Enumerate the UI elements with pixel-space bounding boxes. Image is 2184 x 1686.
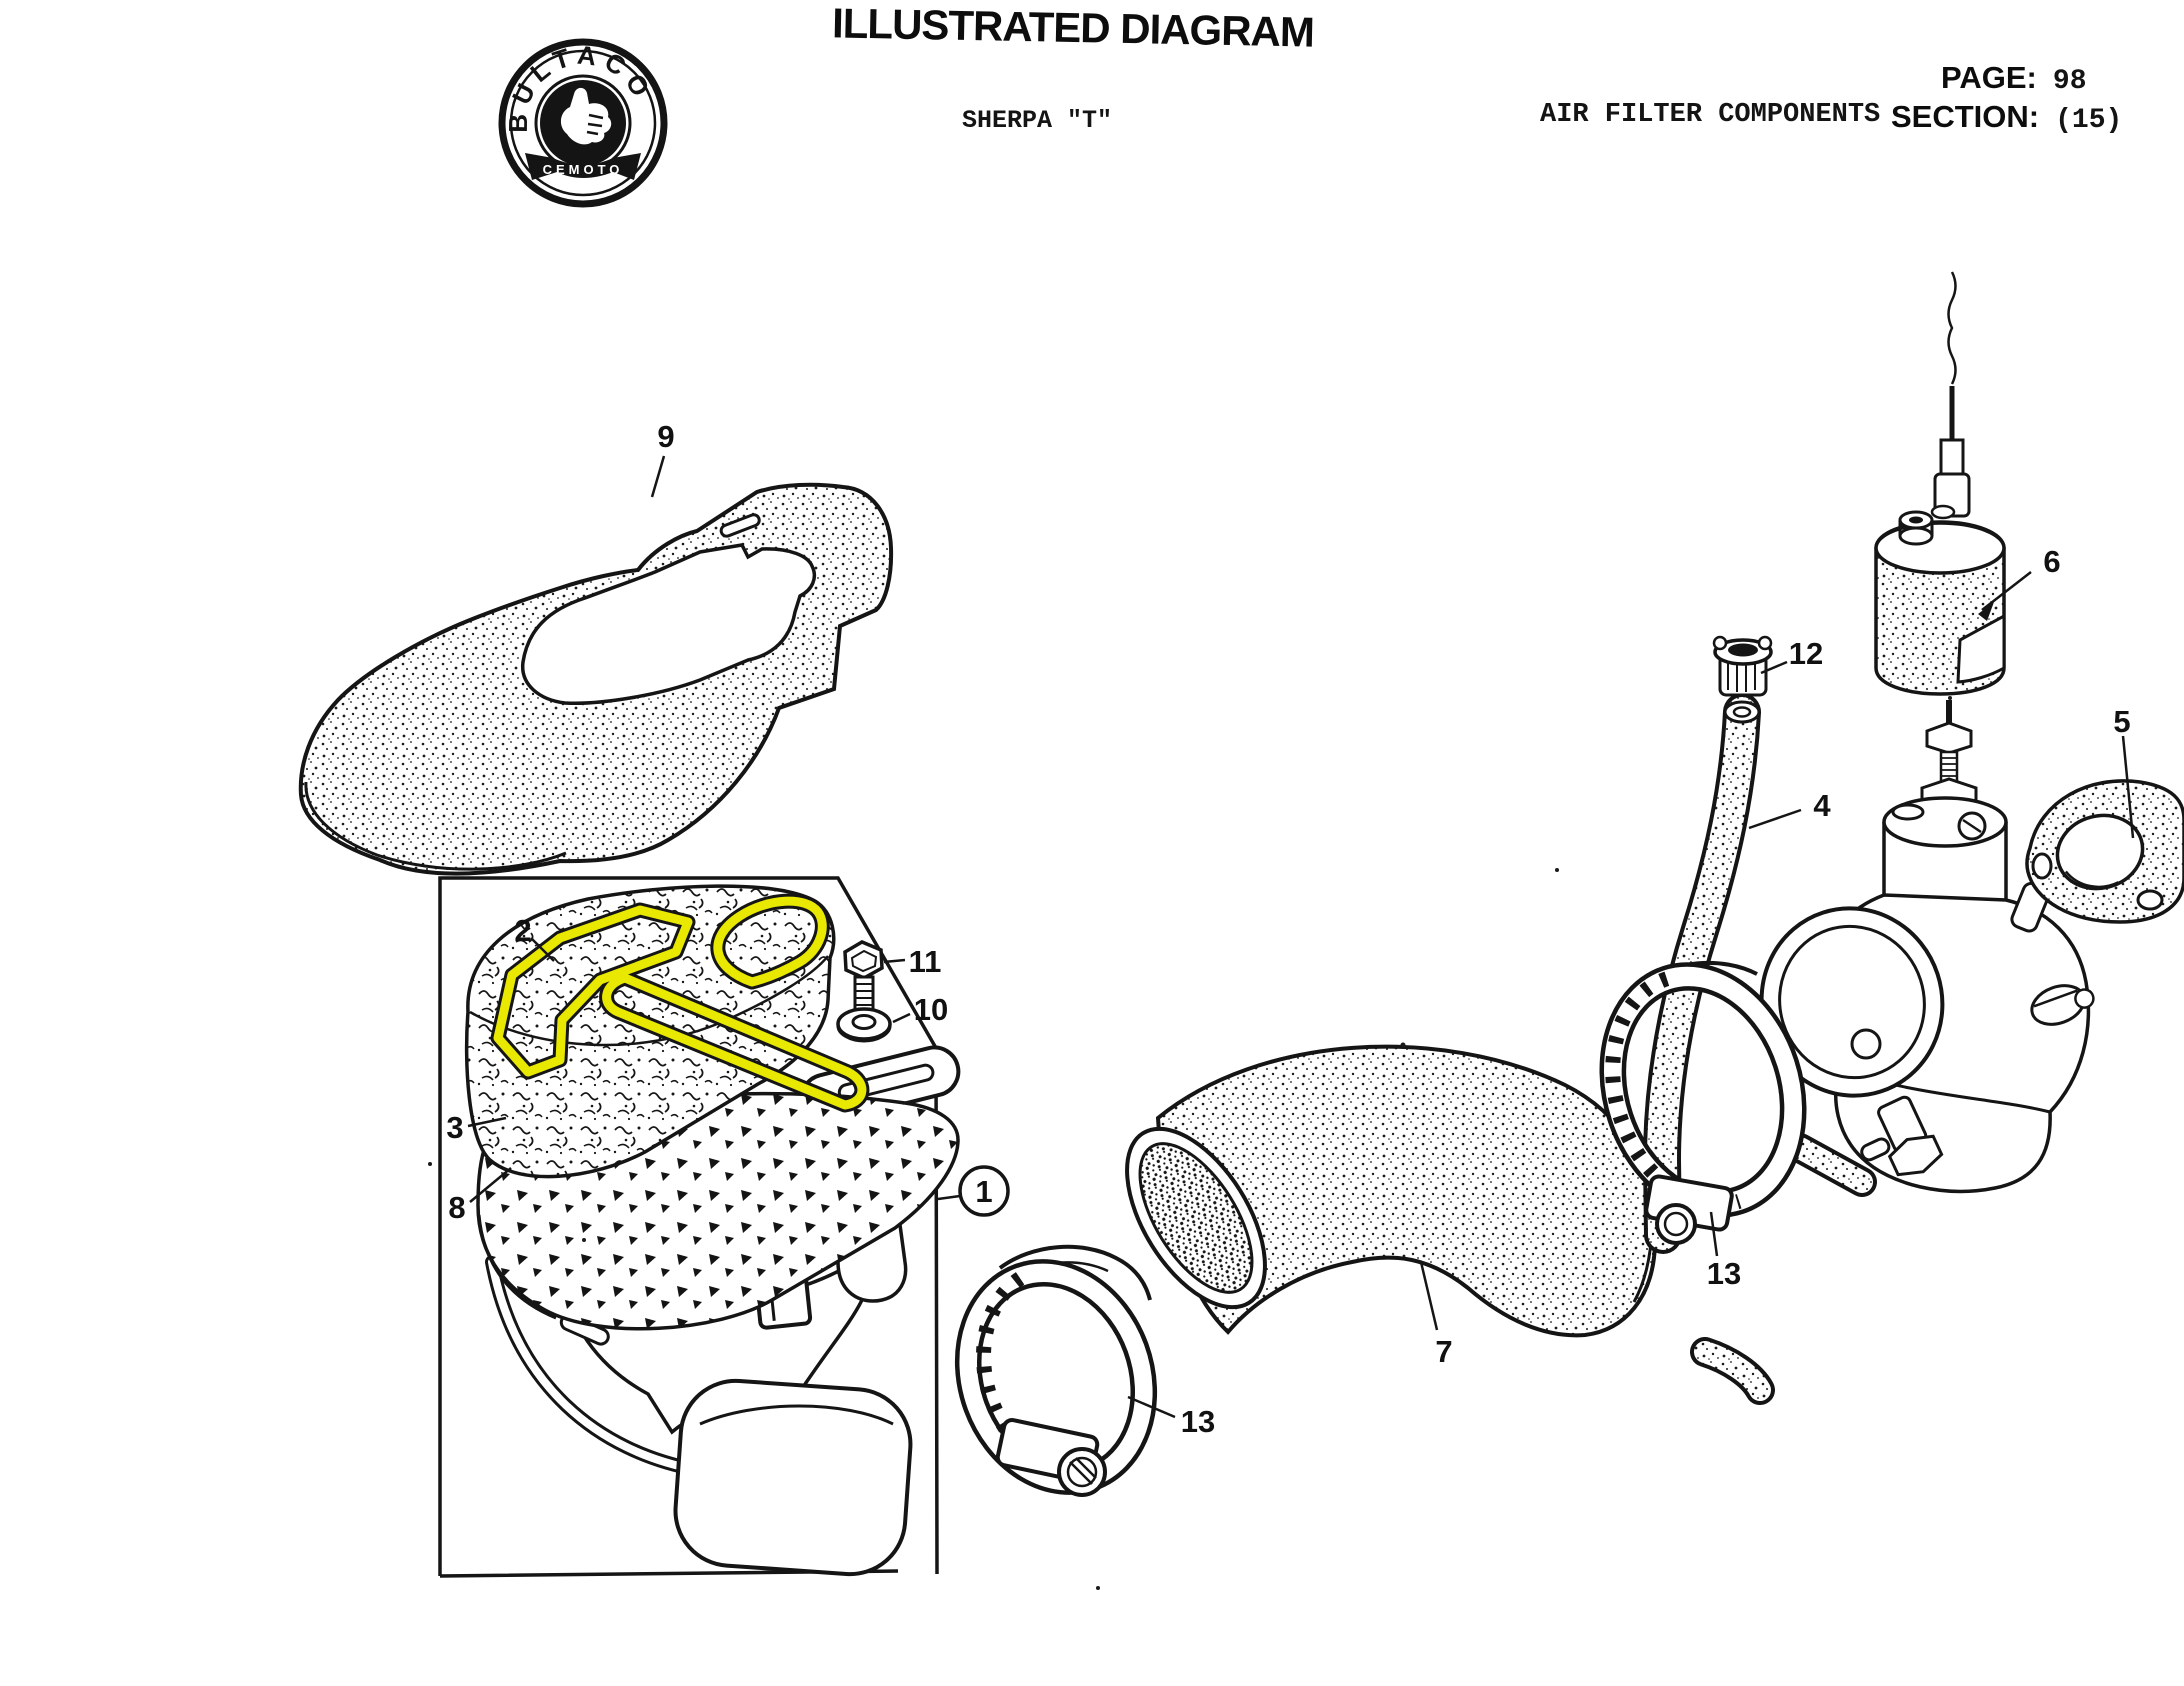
callout-13a: 13 bbox=[1181, 1404, 1215, 1439]
part11-bolt bbox=[843, 940, 884, 1014]
model-label: SHERPA "T" bbox=[962, 106, 1113, 135]
hose-body bbox=[1155, 1044, 1658, 1338]
callout-6: 6 bbox=[2043, 544, 2060, 579]
page-value: 98 bbox=[2052, 66, 2087, 97]
hose-opening bbox=[1125, 1126, 1267, 1310]
carburetor-assembly bbox=[1759, 271, 2095, 1194]
callout-9: 9 bbox=[657, 419, 674, 454]
cover-slot bbox=[719, 513, 761, 538]
section-number-row: SECTION: (15) bbox=[1891, 99, 2122, 136]
callout-5: 5 bbox=[2113, 704, 2130, 739]
clamp-band-tongue bbox=[998, 1244, 1152, 1301]
scan-specks bbox=[428, 696, 1952, 1590]
part13-hose-clamp-left bbox=[954, 1244, 1158, 1497]
callout-2: 2 bbox=[514, 913, 531, 948]
section-value: (15) bbox=[2055, 105, 2123, 136]
carb-mixing-chamber bbox=[1882, 796, 2008, 907]
page-number-row: PAGE: 98 bbox=[1941, 60, 2087, 97]
overflow-tube-stubs bbox=[1690, 1133, 1877, 1405]
callout-1: 1 bbox=[975, 1174, 992, 1209]
callout-10: 10 bbox=[914, 992, 948, 1027]
thumbs-up-hand-icon bbox=[560, 87, 612, 145]
airbox-outlet bbox=[673, 1378, 913, 1577]
throttle-cable bbox=[1947, 271, 1957, 385]
part9-filter-cover bbox=[298, 482, 894, 876]
plate-thickness-line bbox=[477, 1214, 557, 1320]
section-label: SECTION: bbox=[1891, 99, 2040, 134]
part12-cap-fitting bbox=[1712, 635, 1773, 697]
part5-intake-flange bbox=[2025, 779, 2184, 924]
bultaco-logo: BULTACO CEMOTO bbox=[498, 38, 668, 208]
callout-1-circle bbox=[958, 1165, 1010, 1217]
callout-12: 12 bbox=[1789, 636, 1823, 671]
carb-fuel-inlet bbox=[2030, 984, 2095, 1026]
component-title: AIR FILTER COMPONENTS bbox=[1540, 100, 1881, 130]
callout-3: 3 bbox=[446, 1110, 463, 1145]
clamp-band-slots bbox=[1605, 971, 1742, 1212]
part6-dust-cover bbox=[1874, 504, 2006, 696]
callout-4: 4 bbox=[1813, 788, 1831, 823]
part10-washer bbox=[836, 1007, 892, 1043]
callout-8: 8 bbox=[448, 1190, 465, 1225]
carb-intake-bell bbox=[1759, 906, 1945, 1098]
page-label: PAGE: bbox=[1941, 60, 2037, 95]
part7-intake-hose bbox=[1125, 1044, 1658, 1338]
callout-13b: 13 bbox=[1707, 1256, 1741, 1291]
logo-banner-text: CEMOTO bbox=[543, 162, 624, 177]
callout-11: 11 bbox=[909, 944, 942, 979]
logo-banner: CEMOTO bbox=[525, 153, 641, 180]
cover-rim-line bbox=[304, 781, 567, 871]
airbox-outlet-edge bbox=[699, 1404, 894, 1426]
part4-breather-tube bbox=[1642, 693, 1761, 1254]
cover-cutout bbox=[521, 543, 817, 706]
callout-leader-lines bbox=[467, 455, 2135, 1419]
foam-top-edge bbox=[469, 955, 829, 1047]
arrowhead-6 bbox=[1978, 602, 1994, 621]
callout-7: 7 bbox=[1435, 1334, 1452, 1369]
carb-drain-plug bbox=[1860, 1095, 1944, 1177]
